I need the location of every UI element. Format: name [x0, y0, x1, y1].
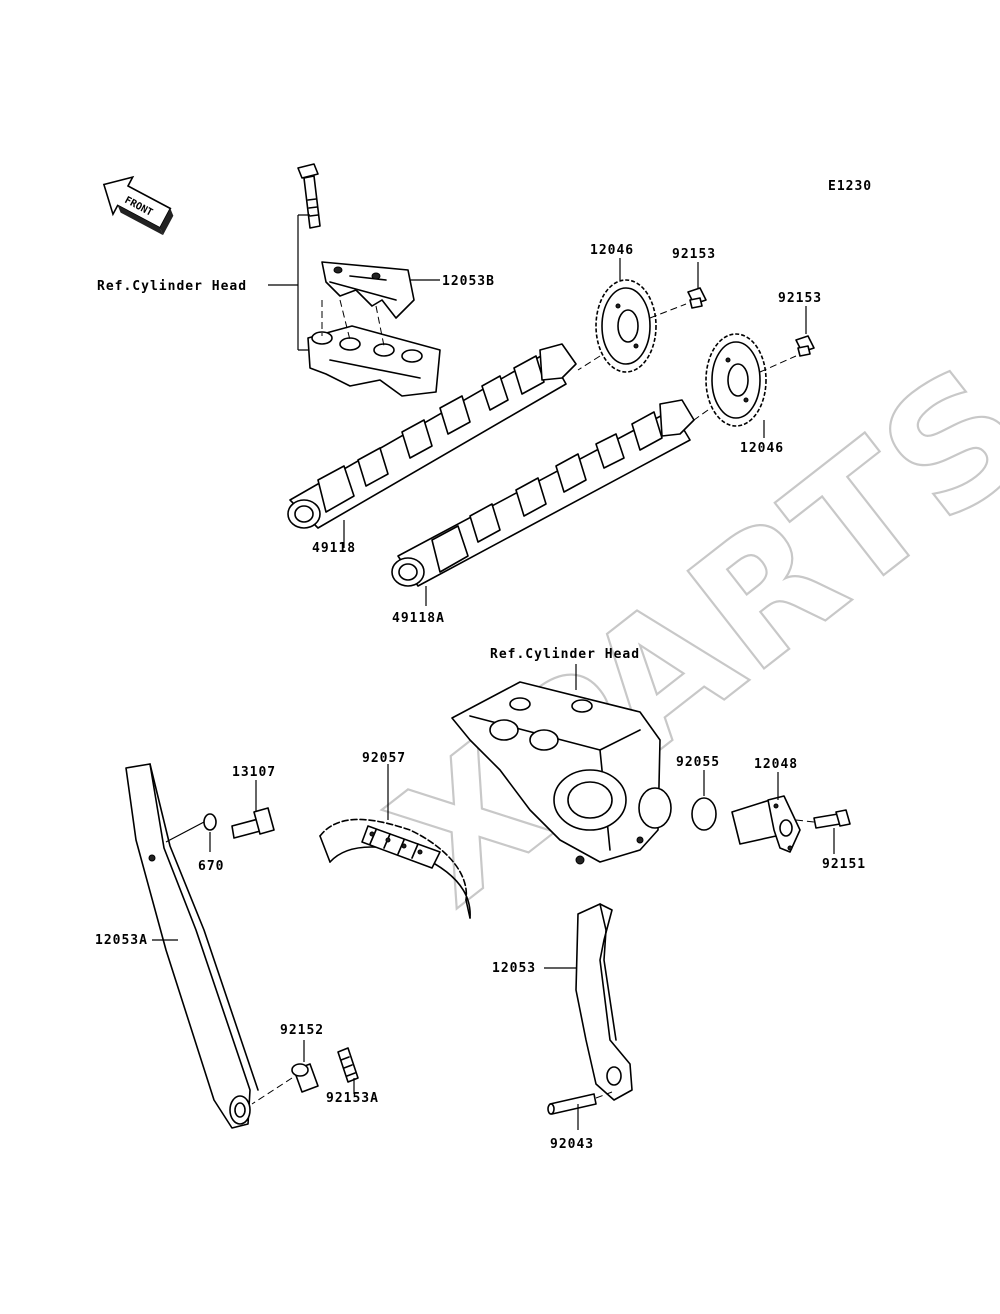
- part-label-49118a: 49118A: [392, 611, 445, 626]
- sprocket-bolt-92153-lower: [795, 335, 815, 357]
- cylinder-head: [451, 681, 672, 865]
- part-label-13107: 13107: [232, 765, 276, 780]
- sprocket-12046-upper: [595, 279, 657, 373]
- part-label-92153-upper: 92153: [672, 247, 716, 262]
- part-label-92152: 92152: [280, 1023, 324, 1038]
- pin-92043: [547, 1093, 597, 1115]
- part-label-12048: 12048: [754, 757, 798, 772]
- part-label-12053b: 12053B: [442, 274, 495, 289]
- part-label-92055: 92055: [676, 755, 720, 770]
- part-label-92153-lower: 92153: [778, 291, 822, 306]
- part-label-12046-lower: 12046: [740, 441, 784, 456]
- guide-12053b: [321, 261, 415, 319]
- part-label-92043: 92043: [550, 1137, 594, 1152]
- ref-label-top: Ref.Cylinder Head: [97, 279, 247, 294]
- chain-guide-12053a: [125, 763, 259, 1129]
- bolt-13107: [231, 807, 275, 839]
- part-label-92057: 92057: [362, 751, 406, 766]
- washer-670: [203, 813, 217, 831]
- chain-tensioner-12048: [731, 795, 801, 853]
- part-label-12046-upper: 12046: [590, 243, 634, 258]
- camshaft-cap: [307, 325, 441, 397]
- part-label-12053a: 12053A: [95, 933, 148, 948]
- diagram-code: E1230: [828, 179, 872, 194]
- cam-chain-92057: [319, 818, 471, 919]
- ref-label-bottom: Ref.Cylinder Head: [490, 647, 640, 662]
- part-label-670: 670: [198, 859, 224, 874]
- bolt-92153a: [337, 1047, 359, 1083]
- tensioner-bolt-92151: [813, 809, 851, 829]
- sprocket-12046-lower: [705, 333, 767, 427]
- front-arrow-icon: FRONT: [102, 175, 174, 236]
- camshaft-49118a: [391, 399, 695, 587]
- part-label-12053: 12053: [492, 961, 536, 976]
- part-label-49118: 49118: [312, 541, 356, 556]
- part-label-92153a: 92153A: [326, 1091, 379, 1106]
- spacer-92152: [291, 1063, 319, 1093]
- cam-cap-bolt: [297, 163, 321, 229]
- part-label-92151: 92151: [822, 857, 866, 872]
- oring-92055: [691, 797, 717, 831]
- camshaft-49118: [287, 343, 577, 529]
- chain-guide-12053: [575, 903, 633, 1101]
- sprocket-bolt-92153-upper: [687, 287, 707, 309]
